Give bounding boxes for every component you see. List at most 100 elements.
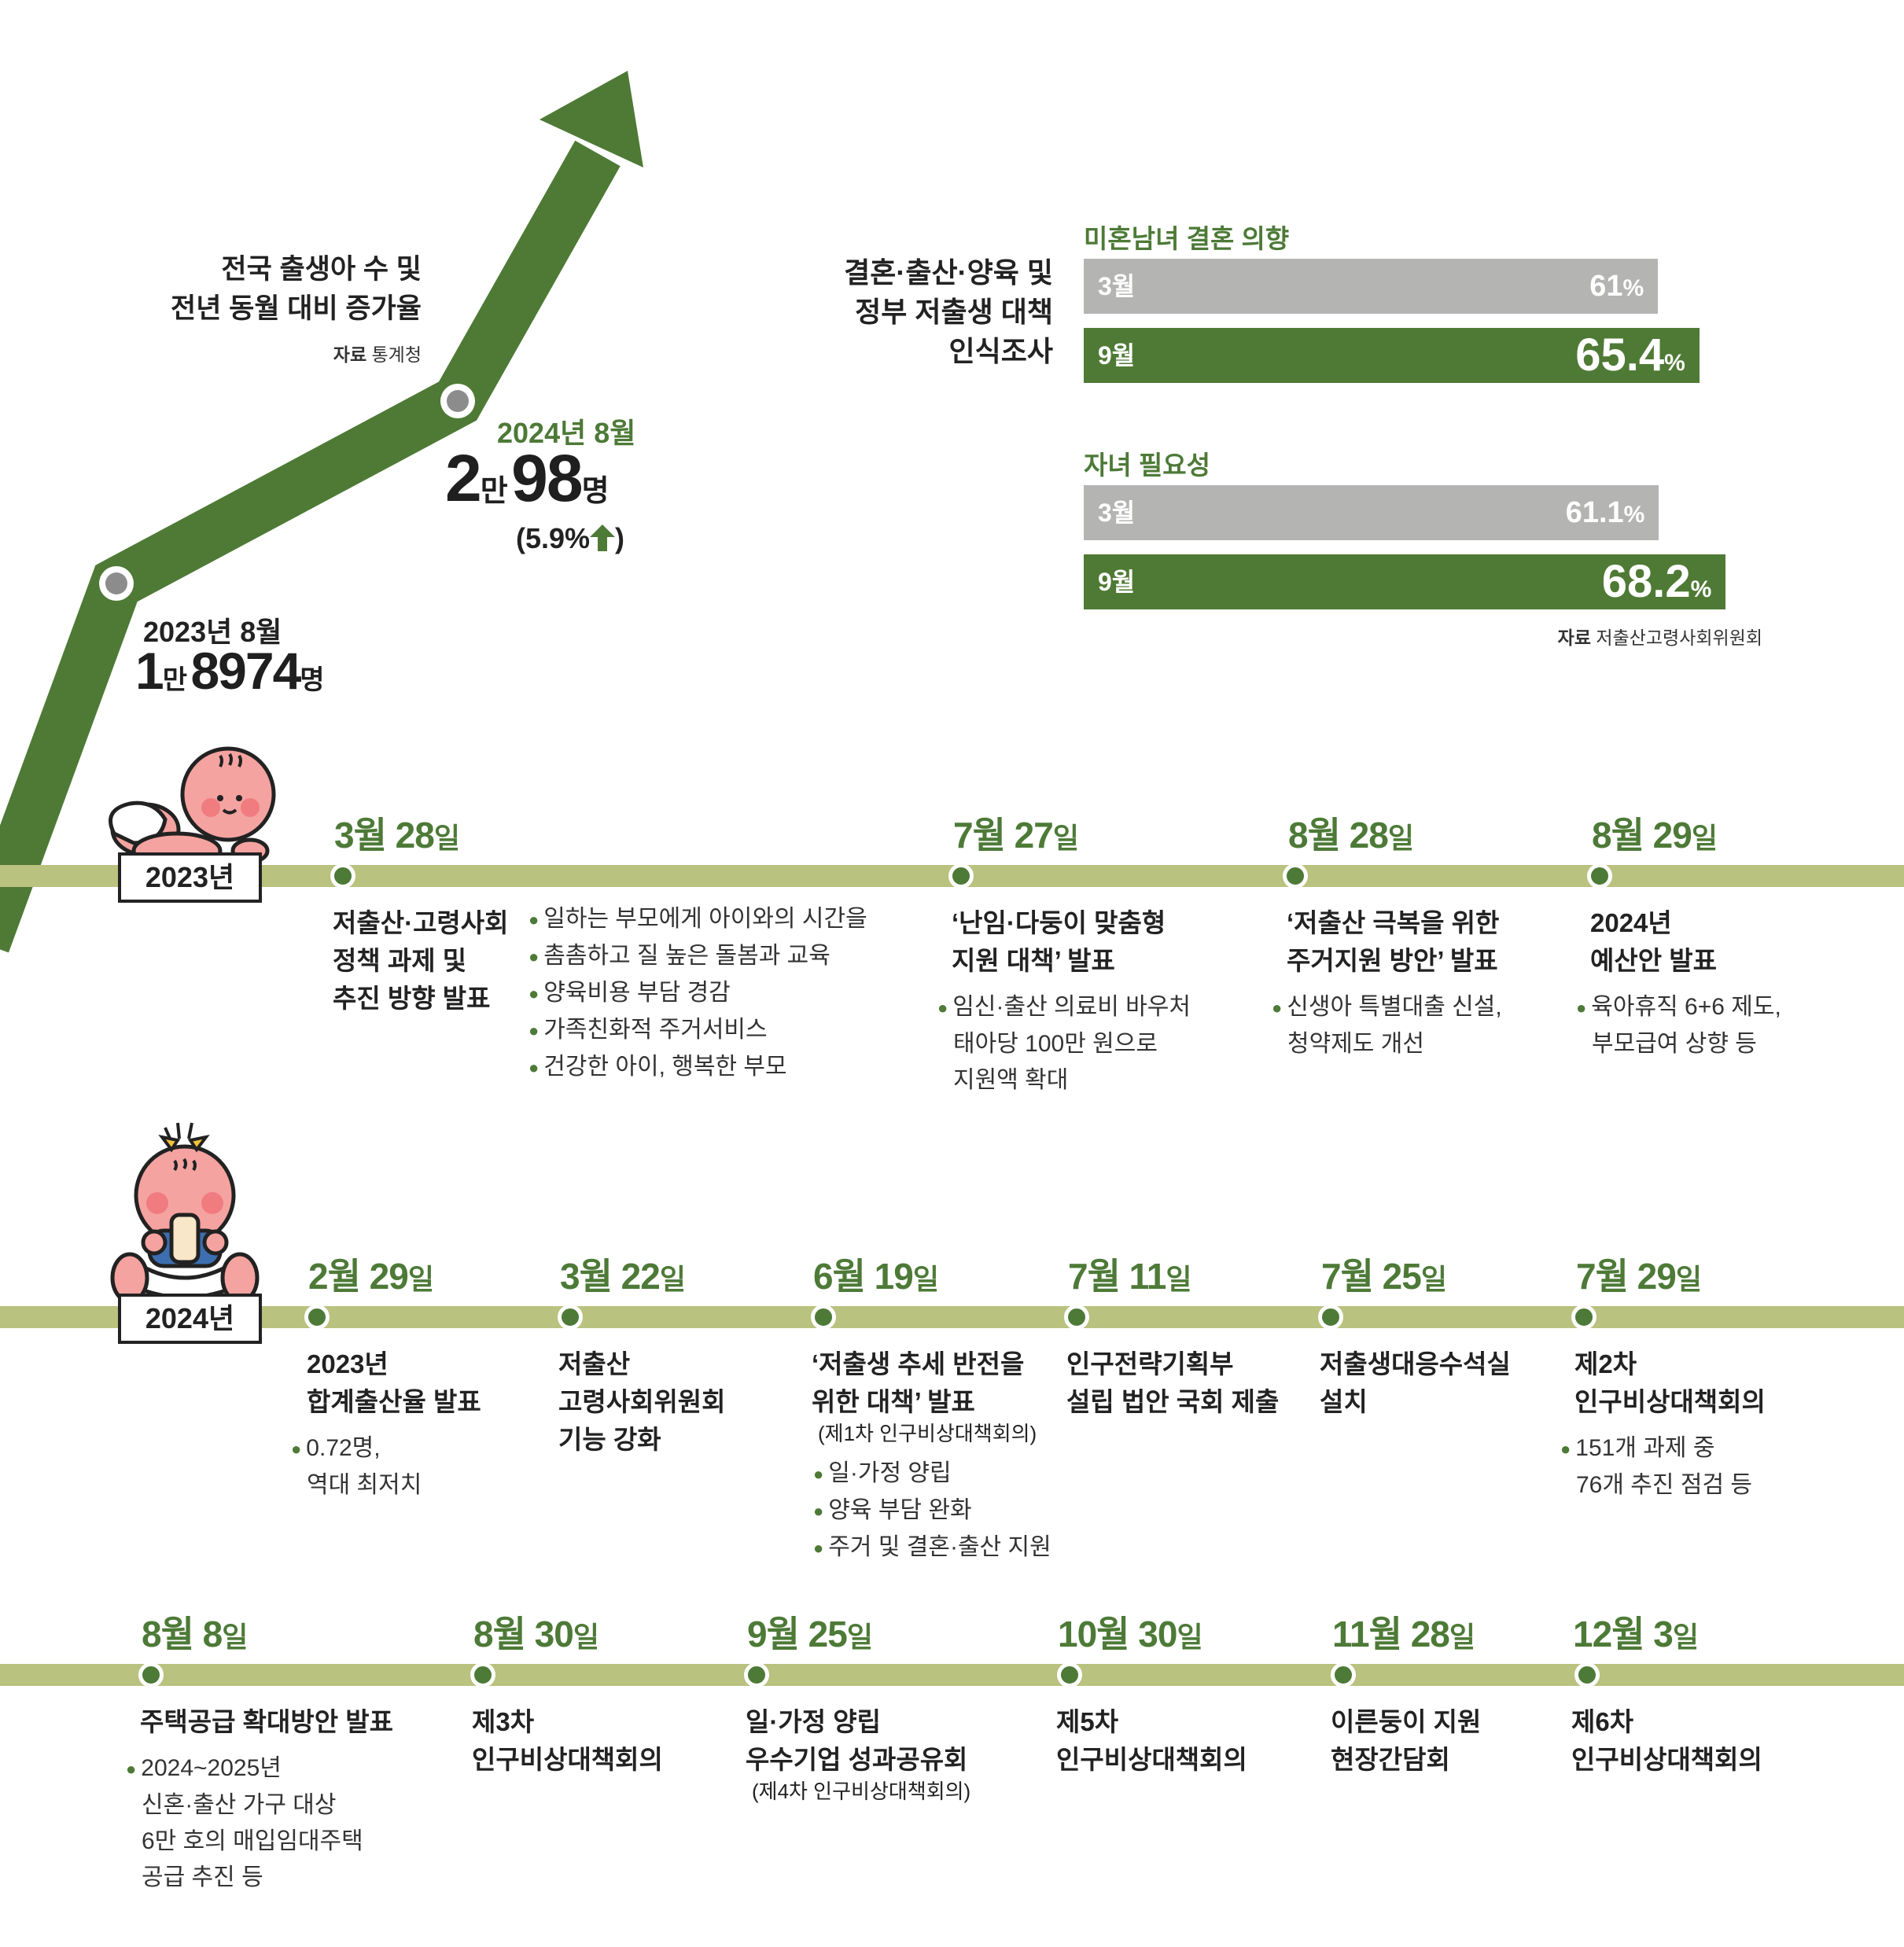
event-date-number: 7월 25 [1321, 1256, 1422, 1297]
period-2024: 2024년 8월 [497, 417, 636, 449]
growth-arrow-line [0, 140, 621, 953]
growth-chart-title: 전국 출생아 수 및 전년 동월 대비 증가율 [171, 250, 422, 329]
survey-title-line1: 결혼·출산·양육 및 [844, 256, 1053, 289]
event-date-unit: 일 [1387, 822, 1414, 854]
timeline-track-2024-first [0, 1306, 1904, 1328]
bullet-item: ●신생아 특별대출 신설,청약제도 개선 [1272, 989, 1502, 1062]
bullet-text: 부모급여 상향 등 [1592, 1031, 1757, 1058]
sitting-baby-illustration [110, 1122, 260, 1304]
event-heading-line: 제5차 [1056, 1707, 1119, 1736]
event-heading-line: 2024년 [1590, 908, 1672, 937]
event-date: 8월 30일 [473, 1606, 599, 1658]
survey-title: 결혼·출산·양육 및 정부 저출생 대책 인식조사 [844, 253, 1053, 371]
bullet-dot-icon: ● [937, 998, 948, 1018]
bullet-item: ●0.72명,역대 최저치 [291, 1430, 422, 1503]
event-date-number: 8월 28 [1288, 815, 1389, 856]
event-bullets: ●일·가정 양립●양육 부담 완화●주거 및 결혼·출산 지원 [813, 1456, 1051, 1566]
event-date-number: 11월 28 [1332, 1614, 1450, 1654]
timeline-track-2024-second [0, 1664, 1904, 1686]
event-date-number: 7월 11 [1068, 1256, 1166, 1297]
bullet-text: 태아당 100만 원으로 [953, 1031, 1158, 1058]
event-bullets: ●0.72명,역대 최저치 [291, 1430, 422, 1503]
bullet-dot-icon: ● [1576, 998, 1587, 1018]
bullet-text: 가족친화적 주거서비스 [543, 1017, 768, 1043]
event-heading-line: 고령사회위원회 [558, 1387, 726, 1416]
timeline-dot [744, 1662, 769, 1688]
event-date-unit: 일 [1691, 822, 1718, 854]
bullet-text: 주거 및 결혼·출산 지원 [828, 1534, 1051, 1561]
event-date: 7월 25일 [1321, 1248, 1447, 1300]
event-date-unit: 일 [1052, 822, 1079, 854]
growth-source: 자료 통계청 [333, 340, 422, 366]
event-date: 6월 19일 [813, 1248, 939, 1300]
event-date: 8월 8일 [142, 1606, 248, 1658]
event-date: 3월 28일 [334, 807, 460, 859]
event-heading-line: 인구비상대책회의 [472, 1745, 663, 1774]
bullet-text: 공급 추진 등 [142, 1864, 263, 1891]
growth-title-line2: 전년 동월 대비 증가율 [171, 293, 422, 324]
bullet-text: 일하는 부모에게 아이와의 시간을 [543, 906, 867, 932]
event-date: 3월 22일 [560, 1248, 686, 1300]
bullet-text: 2024~2025년 [141, 1755, 282, 1781]
event-date-number: 7월 29 [1576, 1256, 1677, 1297]
event-date-number: 6월 19 [813, 1256, 914, 1297]
timeline-dot [1057, 1662, 1082, 1688]
bar-unit: % [1690, 576, 1712, 602]
event-date: 11월 28일 [1332, 1606, 1475, 1658]
event-date: 9월 25일 [747, 1606, 873, 1658]
bullet-item: ●양육 부담 완화 [813, 1492, 1051, 1529]
growth-source-label: 자료 [333, 344, 367, 365]
timeline-dot [1571, 1305, 1596, 1330]
bullet-dot-icon: ● [813, 1538, 824, 1559]
event-date-unit: 일 [1420, 1263, 1447, 1295]
event-heading-line: 기능 강화 [558, 1425, 661, 1454]
event-date-unit: 일 [912, 1263, 939, 1295]
event-heading-line: ‘저출산 극복을 위한 [1287, 908, 1500, 937]
event-date-number: 12월 3 [1573, 1614, 1674, 1654]
bullet-text: 일·가정 양립 [828, 1460, 952, 1486]
event-heading-line: 인구비상대책회의 [1574, 1387, 1766, 1416]
growth-title-line1: 전국 출생아 수 및 [221, 254, 422, 285]
survey-title-line2: 정부 저출생 대책 [855, 296, 1053, 328]
bullet-dot-icon: ● [528, 1021, 540, 1041]
year-badge-2024: 2024년 [118, 1294, 262, 1344]
event-date-unit: 일 [846, 1621, 873, 1653]
event-bullets: ●일하는 부모에게 아이와의 시간을●촘촘하고 질 높은 돌봄과 교육●양육비용… [528, 901, 867, 1086]
bar-value-label: 61.1% [1566, 485, 1645, 547]
bullet-text: 건강한 아이, 행복한 부모 [543, 1054, 787, 1080]
growth-source-value: 통계청 [371, 344, 422, 365]
event-heading-line: 우수기업 성과공유회 [746, 1745, 968, 1774]
event-date: 7월 27일 [953, 807, 1079, 859]
event-heading-line: 2023년 [307, 1349, 389, 1378]
event-heading-line: 제6차 [1571, 1707, 1634, 1736]
event-date-unit: 일 [222, 1621, 248, 1653]
bar-unit: % [1622, 275, 1644, 301]
bar-unit: % [1664, 350, 1685, 376]
event-date-number: 9월 25 [747, 1614, 848, 1654]
bullet-item: ●일하는 부모에게 아이와의 시간을 [528, 901, 867, 938]
bullet-text: 촘촘하고 질 높은 돌봄과 교육 [543, 943, 830, 970]
event-subheading: (제1차 인구비상대책회의) [818, 1422, 1037, 1445]
change-2024: (5.9%) [516, 522, 625, 554]
survey-title-line3: 인식조사 [948, 335, 1053, 367]
period-2023: 2023년 8월 [143, 616, 282, 648]
event-date-number: 8월 30 [473, 1614, 574, 1654]
event-date-number: 8월 29 [1592, 815, 1692, 856]
up-arrow-icon [590, 524, 616, 551]
event-date-unit: 일 [1675, 1263, 1702, 1295]
event-heading-line: 저출산·고령사회 [333, 908, 509, 937]
survey-source: 자료 저출산고령사회위원회 [1558, 623, 1762, 650]
event-date-unit: 일 [407, 1263, 434, 1295]
